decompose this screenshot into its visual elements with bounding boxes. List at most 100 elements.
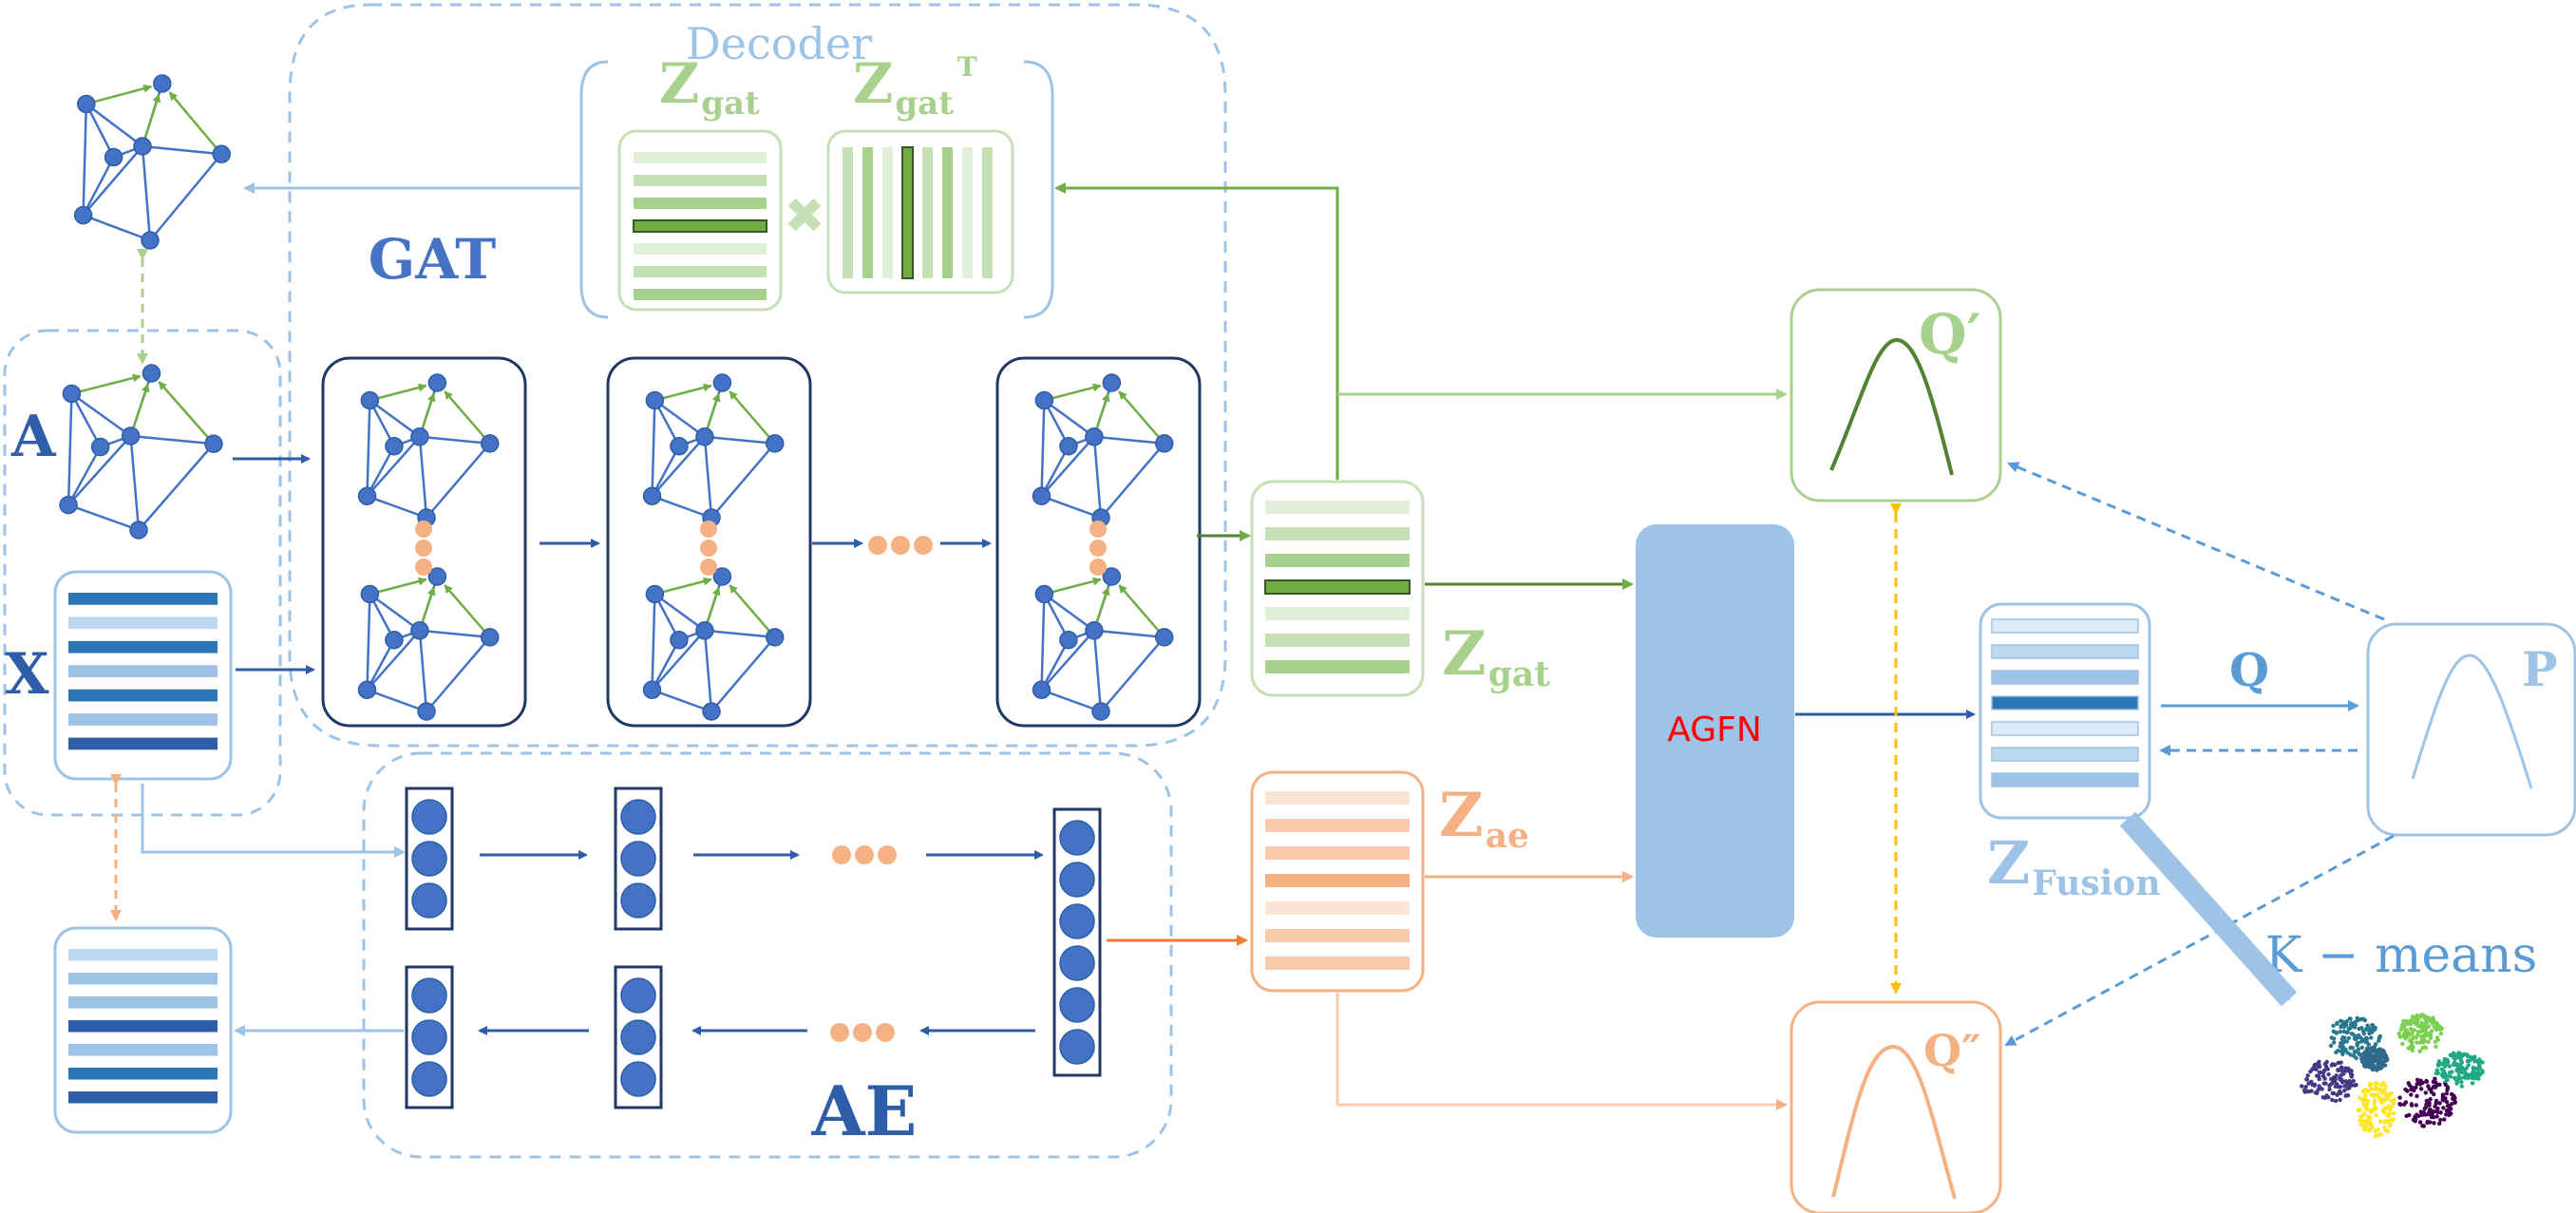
scatter-point [2397,1095,2402,1100]
scatter-point [2464,1066,2469,1071]
scatter-point [2428,1033,2434,1038]
graph-node [410,427,429,446]
scatter-point [2419,1020,2424,1026]
graph-edge [67,435,132,506]
ae-encoder-layer-2 [614,787,663,931]
scatter-point [2472,1068,2476,1072]
scatter-point [2396,1032,2401,1036]
scatter-point [2477,1063,2482,1068]
graph-edge [82,145,143,217]
scatter-point [2403,1100,2409,1105]
scatter-point [2345,1030,2350,1034]
decoder-title: Decoder [686,18,872,69]
ellipsis-dot [1089,559,1107,576]
graph-edge [419,435,490,445]
scatter-point [2409,1021,2414,1027]
ae-neuron [411,1061,447,1097]
graph-node [1059,436,1078,456]
scatter-point [2304,1077,2310,1082]
decoder-zgatT-label: ZgatT [853,51,977,123]
scatter-point [2352,1023,2357,1029]
scatter-point [2370,1108,2375,1112]
scatter-point [2366,1062,2371,1068]
graph-edge [651,594,656,691]
matrix-row [1265,791,1410,805]
scatter-point [2415,1033,2420,1038]
x-label: X [5,641,49,708]
scatter-point [2383,1091,2389,1097]
graph-edge [1040,400,1046,497]
scatter-point [2348,1052,2353,1057]
graph-node [90,437,110,457]
scatter-point [2377,1033,2382,1039]
graph-node [62,384,82,404]
scatter-point [2332,1077,2337,1082]
scatter-point [2361,1111,2367,1116]
decoder-zgat-matrix [617,129,783,312]
graph-edge [710,636,776,712]
scatter-point [2387,1093,2392,1099]
scatter-point [2404,1113,2409,1119]
scatter-point [2412,1088,2416,1093]
graph-edge [426,443,491,519]
matrix-row [1265,634,1410,647]
graph-edge [66,445,102,506]
ae-bottleneck-layer [1052,807,1102,1077]
scatter-point [2478,1072,2483,1077]
scatter-point [2434,1021,2439,1026]
graph-edge [149,153,223,241]
scatter-point [2323,1081,2328,1086]
scatter-point [2442,1057,2447,1062]
scatter-point [2382,1063,2388,1068]
scatter-point [2440,1061,2445,1067]
ae-title: AE [811,1071,918,1151]
graph-node [670,436,689,456]
scatter-point [2440,1094,2446,1099]
gat-graph-5 [1032,373,1174,527]
scatter-point [2339,1069,2344,1073]
scatter-point [2323,1064,2329,1069]
matrix-row [1265,554,1410,567]
scatter-point [2322,1076,2327,1081]
scatter-point [2364,1036,2370,1041]
graph-edge [130,434,215,445]
ellipsis-dot [415,540,432,557]
scatter-point [2338,1097,2342,1103]
scatter-point [2352,1083,2357,1088]
graph-edge [1093,629,1165,639]
scatter-point [2320,1095,2325,1100]
scatter-point [2445,1104,2451,1109]
scatter-point [2330,1062,2335,1067]
scatter-point [2401,1024,2407,1030]
matrix-row [1991,721,2139,736]
scatter-point [2375,1081,2379,1087]
scatter-point [2444,1091,2449,1096]
scatter-point [2339,1065,2344,1070]
scatter-point [2373,1098,2377,1104]
scatter-point [2341,1038,2346,1044]
gat-layer-n [995,356,1202,728]
scatter-point [2343,1047,2348,1052]
ellipsis-dot [868,536,887,555]
ellipsis-dots-icon [868,536,933,555]
scatter-point [2372,1093,2377,1099]
scatter-point [2370,1125,2375,1130]
scatter-point [2409,1092,2414,1097]
matrix-row [1265,929,1410,942]
ellipsis-dot [914,536,933,555]
graph-edge [651,400,656,497]
scatter-point [2381,1049,2386,1053]
graph-node [1059,630,1078,650]
graph-edge [129,435,141,531]
scatter-point [2320,1087,2324,1091]
zgat-label: Zgat [1442,618,1550,694]
scatter-point [2431,1084,2436,1090]
scatter-point [2346,1035,2352,1041]
scatter-point [2421,1124,2427,1128]
scatter-point [2367,1031,2372,1036]
scatter-point [2463,1075,2468,1080]
graph-edge [418,630,428,712]
graph-node [1154,434,1174,453]
scatter-point [2363,1039,2368,1045]
